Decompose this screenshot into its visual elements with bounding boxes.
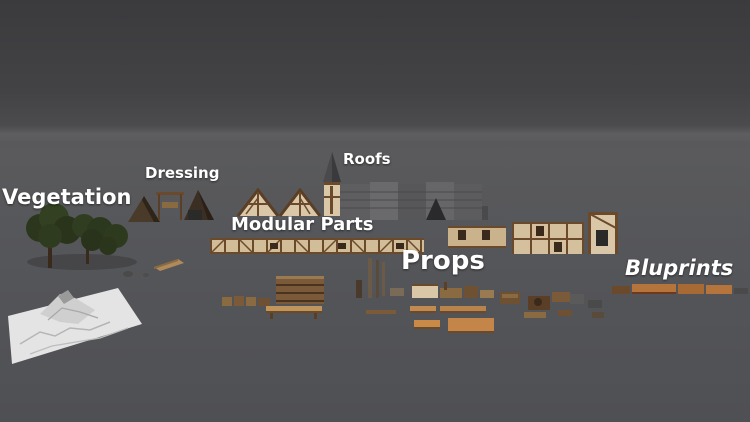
props-log-stack[interactable] (274, 274, 326, 306)
modular-parts-label: Modular Parts (231, 214, 374, 235)
props-posts[interactable] (354, 256, 410, 300)
slate-roof-icon (340, 182, 488, 220)
props-benches[interactable] (408, 304, 496, 336)
barrel-icon (500, 292, 604, 318)
modular-parts-walls[interactable] (210, 236, 424, 256)
tower-spire-icon (323, 152, 341, 216)
roofs-gables[interactable] (236, 188, 322, 218)
terrain-mesh[interactable] (0, 284, 145, 366)
dressing-cart[interactable] (152, 255, 186, 271)
tent-icon (128, 190, 214, 222)
props-market-items[interactable] (412, 278, 496, 304)
house-wall-icon (448, 212, 618, 254)
tree-icon (26, 203, 137, 270)
props-barrels[interactable] (498, 288, 616, 322)
dressing-label: Dressing (145, 164, 220, 182)
plank-icon (366, 310, 396, 314)
vegetation-trees[interactable] (12, 200, 142, 275)
timber-wall-icon (210, 238, 424, 254)
cart-icon (154, 259, 184, 271)
terrain-icon (8, 288, 142, 364)
props-table[interactable] (266, 304, 322, 320)
dressing-stones[interactable] (122, 268, 150, 278)
props-small-items[interactable] (366, 308, 398, 316)
blueprints-label: Bluprints (625, 256, 734, 280)
crate-icon (222, 296, 270, 306)
table-icon (266, 306, 322, 319)
bench-icon (410, 306, 494, 333)
posts-icon (356, 258, 404, 298)
log-stack-icon (276, 276, 324, 304)
props-crates[interactable] (222, 293, 272, 307)
stones-icon (123, 270, 149, 277)
blueprints-platforms[interactable] (610, 280, 750, 298)
market-items-icon (412, 282, 494, 298)
props-label: Props (401, 246, 485, 276)
horizon-fog (0, 125, 750, 143)
roofs-tower[interactable] (321, 152, 343, 218)
roofs-slate-panels[interactable] (340, 180, 488, 222)
dressing-stalls[interactable] (126, 182, 218, 224)
modular-parts-walls-right[interactable] (448, 212, 620, 256)
platform-icon (612, 284, 748, 294)
gable-roof-icon (236, 188, 322, 217)
roofs-label: Roofs (343, 150, 391, 168)
vegetation-label: Vegetation (2, 185, 132, 209)
